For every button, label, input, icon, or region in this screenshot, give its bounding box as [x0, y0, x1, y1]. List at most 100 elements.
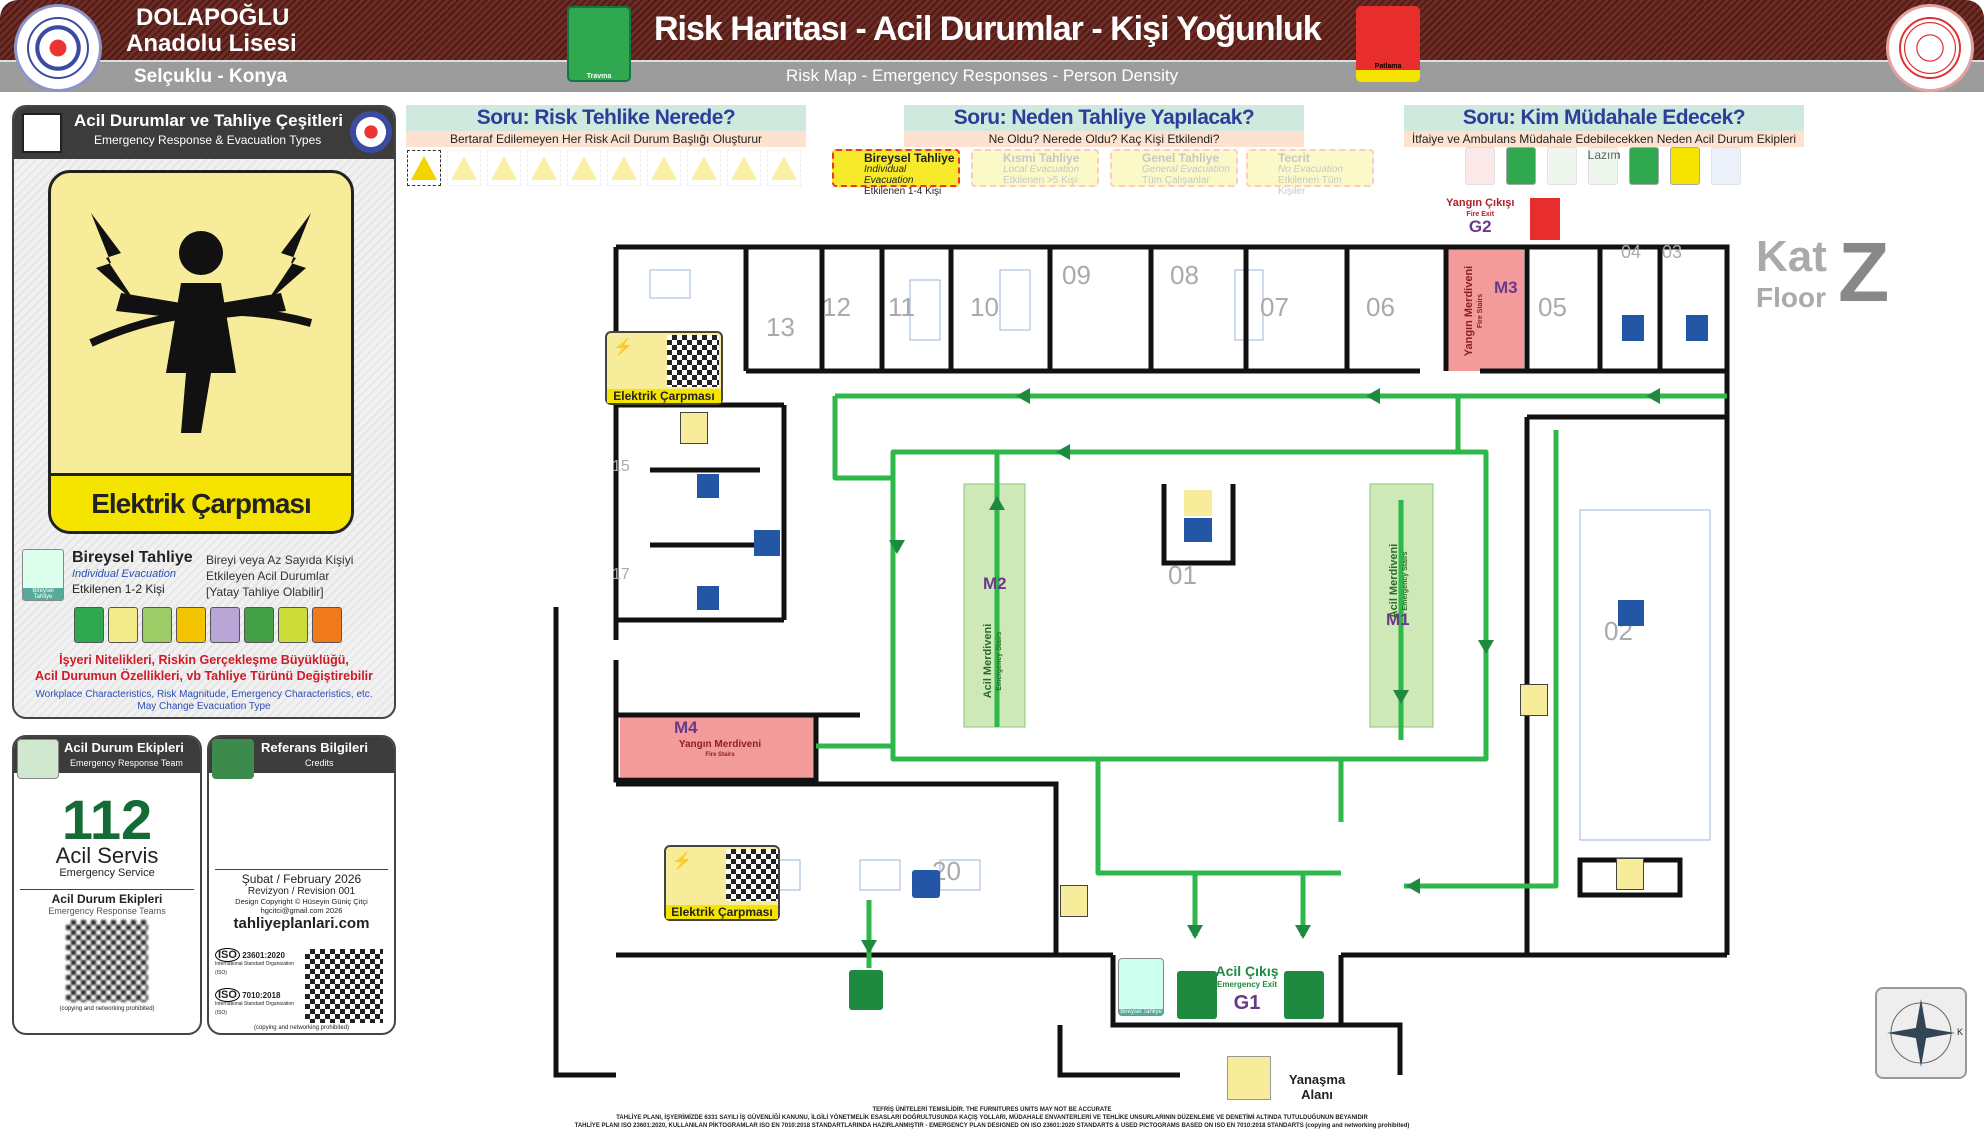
footer-line: TAHLİYE PLANI, İŞYERİMİZDE 6331 SAYILI İ… — [616, 1115, 1368, 1121]
gas-poisoning-icon — [210, 607, 240, 643]
room-number: 05 — [1538, 292, 1567, 322]
evac-type-title: Tecrit — [1278, 151, 1310, 165]
walls — [553, 244, 1730, 1078]
evac-type-title: Bireysel Tahliye — [864, 151, 955, 165]
team-qr-code[interactable] — [66, 920, 148, 1002]
room-number: 12 — [822, 292, 851, 322]
stairs-text: Acil Merdiveni — [1388, 543, 1400, 619]
fire-exit-text: Yangın Çıkışı — [1446, 197, 1515, 209]
evac-type-count: Etkilenen Tüm Kişiler — [1278, 175, 1342, 197]
responder-icon — [1711, 147, 1741, 185]
explosion-icon: Patlama — [1356, 6, 1420, 82]
electric-shock-icon: ⚡ — [672, 853, 692, 870]
compass: K — [1875, 987, 1967, 1079]
evac-type-title: Genel Tahliye — [1142, 151, 1220, 165]
teams-title: Acil Durum Ekipleri — [51, 892, 163, 906]
restroom-women-icon — [1686, 315, 1708, 341]
emergency-service: Acil Servis — [55, 843, 159, 868]
electric-shock-small-icon — [1616, 858, 1644, 890]
evac-desc-line: Bireyi veya Az Sayıda Kişiyi — [206, 553, 354, 567]
team-card-header: Acil Durum Ekipleri Emergency Response T… — [14, 737, 200, 779]
website-qr-code[interactable] — [305, 949, 383, 1023]
question-subtitle: Bertaraf Edilemeyen Her Risk Acil Durum … — [406, 131, 806, 147]
electric-shock-small-icon — [680, 412, 708, 444]
stairs-text-en: Emergency Stairs — [996, 631, 1003, 691]
stairs-text: Yangın Merdiveni — [1463, 265, 1475, 357]
room-number: 10 — [970, 292, 999, 322]
pictogram-row — [74, 607, 342, 643]
hazard-warning-icon — [647, 150, 681, 186]
individual-evacuation-sign: Bireysel Tahliye — [1118, 958, 1164, 1016]
team-card-title: Acil Durum Ekipleri — [64, 740, 184, 755]
hazard-warning-icon — [447, 150, 481, 186]
marker-qr-code[interactable] — [726, 849, 778, 901]
elevator-sign-icon — [1184, 518, 1212, 542]
exit-text: Acil Çıkış — [1215, 963, 1279, 979]
electric-shock-icon: ⚡ — [613, 339, 633, 356]
school-name-2: Anadolu Lisesi — [126, 30, 297, 57]
responder-icon — [1506, 147, 1536, 185]
emergency-service-en: Emergency Service — [59, 867, 155, 879]
hazard-icon-row — [407, 150, 801, 186]
marker-label: Elektrik Çarpması — [666, 905, 778, 919]
room-number: 03 — [1662, 242, 1683, 262]
page-subtitle: Risk Map - Emergency Responses - Person … — [786, 66, 1179, 85]
evac-type-en: General Evacuation — [1142, 164, 1230, 175]
compass-north-label: K — [1956, 1027, 1963, 1037]
credits-website[interactable]: tahliyeplanlari.com — [233, 915, 370, 932]
credits-card: Referans Bilgileri Credits Şubat / Febru… — [207, 735, 396, 1035]
hazard-warning-icon — [487, 150, 521, 186]
electric-shock-marker[interactable]: ⚡ Elektrik Çarpması — [664, 845, 780, 921]
cafe-icon — [912, 870, 940, 898]
responder-icon — [1547, 147, 1577, 185]
floor-label-en: Floor — [1756, 282, 1826, 313]
question-title: Soru: Kim Müdahale Edecek? — [1404, 105, 1804, 131]
evac-title-en: Individual Evacuation — [72, 568, 176, 580]
stairs-m1-label: M1 — [1386, 610, 1410, 629]
docking-text: Alanı — [1301, 1087, 1333, 1102]
furniture — [649, 269, 1711, 891]
emergency-exit-sign-icon — [849, 970, 883, 1010]
marker-qr-code[interactable] — [667, 335, 719, 387]
individual-evac-caption: Bireysel Tahliye — [1119, 1009, 1163, 1015]
question-1: Soru: Risk Tehlike Nerede? Bertaraf Edil… — [406, 105, 806, 147]
team-card-subtitle: Emergency Response Team — [70, 758, 183, 768]
exit-text-en: Emergency Exit — [1216, 980, 1278, 989]
iso-7010-code: 7010:2018 — [242, 991, 281, 1000]
route-arrows — [861, 388, 1660, 954]
electric-shock-marker[interactable]: ⚡ Elektrik Çarpması — [605, 331, 723, 405]
team-icon — [17, 739, 59, 779]
evac-description: Bireyi veya Az Sayıda Kişiyi Etkileyen A… — [206, 552, 353, 600]
iso-org: International Standard Organization (ISO… — [215, 1001, 294, 1016]
credits-revision: Revizyon / Revision 001 — [247, 886, 356, 897]
question-subtitle: Ne Oldu? Nerede Oldu? Kaç Kişi Etkilendi… — [904, 131, 1304, 147]
room-number: 07 — [1260, 292, 1289, 322]
iso-logo: ISO — [215, 988, 240, 1002]
warning-tr-line: Acil Durumun Özellikleri, vb Tahliye Tür… — [34, 669, 374, 683]
credits-email: hgcitci@gmail.com 2026 — [260, 906, 343, 915]
ministry-logo — [1886, 4, 1974, 92]
exit-g1-label: Acil Çıkış Emergency Exit G1 — [1212, 964, 1282, 1014]
docking-text: Yanaşma — [1288, 1072, 1346, 1087]
page-title: Risk Haritası - Acil Durumlar - Kişi Yoğ… — [654, 10, 1322, 48]
iso-23601: ISO 23601:2020 International Standard Or… — [215, 948, 295, 978]
electric-shock-icon — [89, 213, 313, 433]
floor-label-tr: Kat — [1756, 232, 1827, 281]
warning-en-line: Workplace Characteristics, Risk Magnitud… — [35, 689, 373, 700]
school-location: Selçuklu - Konya — [134, 66, 288, 87]
teams-subtitle: Emergency Response Teams — [48, 906, 166, 916]
hazard-label: Elektrik Çarpması — [51, 473, 351, 531]
iso-23601-code: 23601:2020 — [242, 951, 285, 960]
header-subband — [0, 60, 1984, 92]
electric-shock-small-icon — [1520, 684, 1548, 716]
fire-exit-code: G2 — [1468, 217, 1492, 236]
evacuation-types-panel: Acil Durumlar ve Tahliye Çeşitleri Emerg… — [12, 105, 396, 719]
room-number: 11 — [888, 292, 915, 322]
credits-date: Şubat / February 2026 — [241, 872, 362, 886]
hazard-warning-icon — [767, 150, 801, 186]
room-number: 09 — [1062, 260, 1091, 290]
traffic-accident-icon — [312, 607, 342, 643]
